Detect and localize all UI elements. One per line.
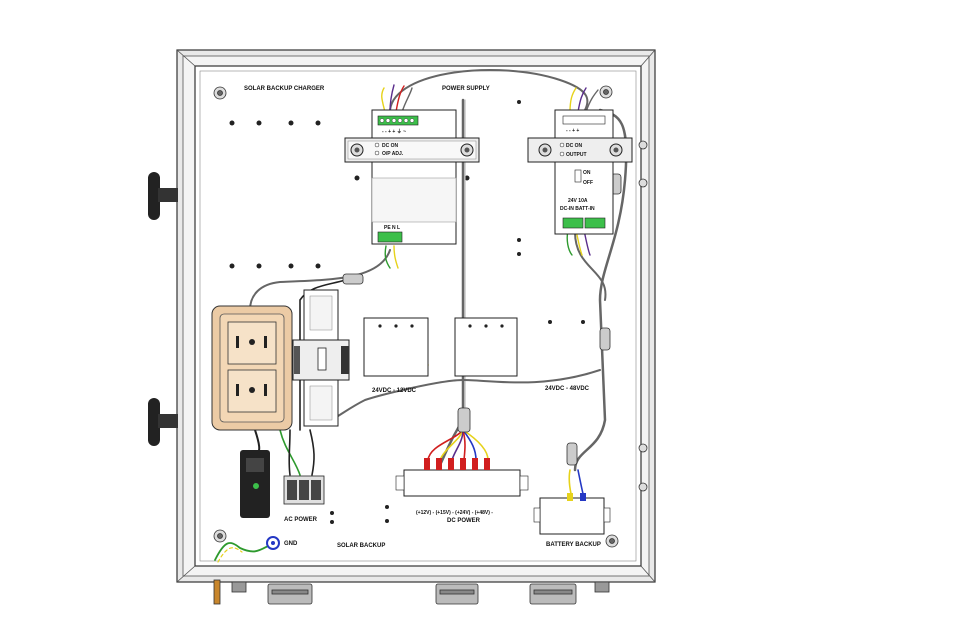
psu-right-switch-on: ON xyxy=(583,170,591,176)
battery-backup-block[interactable]: BATTERY BACKUP xyxy=(533,493,611,548)
label-converter-48: 24VDC - 48VDC xyxy=(545,386,590,392)
ac-terminal-block[interactable]: AC POWER xyxy=(283,475,325,523)
psu-right-led-dc-on: DC ON xyxy=(566,143,583,149)
circuit-breaker[interactable] xyxy=(292,289,350,427)
cable-glands xyxy=(213,579,610,605)
label-solar-backup-charger: SOLAR BACKUP CHARGER xyxy=(244,86,325,92)
door-latch-bottom[interactable] xyxy=(148,398,178,446)
label-dc-power: DC POWER xyxy=(447,518,481,524)
dual-outlet-module[interactable] xyxy=(211,305,293,431)
psu-main-ac-marks: PE N L xyxy=(384,225,400,231)
label-ac-power: AC POWER xyxy=(284,517,318,523)
corner-screws xyxy=(213,85,648,548)
main-power-supply[interactable]: - - + + ⏚ ~ PE N L DC ON O/P ADJ. xyxy=(344,109,480,245)
cable-ferrites xyxy=(342,173,622,466)
label-gnd: GND xyxy=(284,541,298,547)
psu-right-switch-off: OFF xyxy=(583,180,593,186)
converter-middle[interactable] xyxy=(454,317,518,377)
ac-plug-adapter[interactable] xyxy=(240,450,270,518)
label-power-supply: POWER SUPPLY xyxy=(442,86,490,92)
psu-right-terminal-marks: - - + + xyxy=(566,128,579,134)
door-latch-top[interactable] xyxy=(148,172,178,220)
ups-power-supply[interactable]: - - + + DC ON OUTPUT ON OFF 24V 10A DC-I… xyxy=(527,109,633,235)
dc-rails-label: (+12V) - (+15V) - (+24V) - (+48V) - xyxy=(416,510,493,516)
dc-power-distribution[interactable]: (+12V) - (+15V) - (+24V) - (+48V) - DC P… xyxy=(395,458,529,524)
label-battery-backup: BATTERY BACKUP xyxy=(546,542,601,548)
ground-stud[interactable]: GND xyxy=(266,536,298,550)
psu-right-bottom-marks: DC-IN BATT-IN xyxy=(560,206,595,212)
psu-right-led-output: OUTPUT xyxy=(566,152,587,158)
psu-right-rating: 24V 10A xyxy=(568,198,588,204)
psu-main-led-op: O/P ADJ. xyxy=(382,151,404,157)
label-solar-backup: SOLAR BACKUP xyxy=(337,543,385,549)
mounting-holes xyxy=(229,100,585,524)
psu-main-terminal-marks: - - + + ⏚ ~ xyxy=(382,128,406,135)
label-converter-12: 24VDC - 12VDC xyxy=(372,388,417,394)
converter-24-12[interactable]: 24VDC - 12VDC xyxy=(363,317,429,394)
psu-main-led-dc-on: DC ON xyxy=(382,143,399,149)
